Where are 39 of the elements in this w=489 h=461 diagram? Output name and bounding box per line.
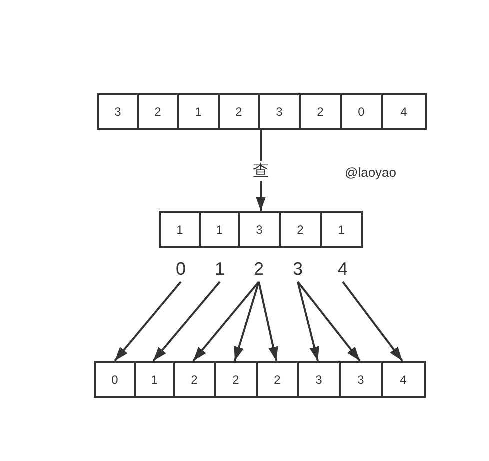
index-label: 0 [170, 257, 192, 281]
index-label: 3 [287, 257, 309, 281]
array-cell: 2 [173, 363, 214, 396]
author-handle: @laoyao [345, 165, 397, 181]
arrow [152, 281, 221, 362]
array-cell: 3 [258, 95, 299, 128]
array-cell: 0 [340, 95, 381, 128]
array-cell: 1 [199, 213, 238, 246]
arrow [114, 281, 182, 362]
arrow [297, 281, 361, 362]
array-cell: 2 [218, 95, 258, 128]
arrow [297, 282, 320, 362]
array-cell: 2 [299, 95, 340, 128]
index-label: 4 [332, 257, 354, 281]
arrow [234, 282, 260, 362]
array-cell: 0 [96, 363, 134, 396]
array-cell: 1 [320, 213, 361, 246]
array-cell: 4 [381, 95, 425, 128]
array-cell: 2 [256, 363, 297, 396]
array-box [94, 361, 426, 398]
array-cell: 3 [238, 213, 279, 246]
array-cell: 2 [279, 213, 320, 246]
array-cell: 1 [134, 363, 173, 396]
arrow [342, 281, 404, 362]
array-cell: 3 [297, 363, 339, 396]
array-cell: 3 [99, 95, 137, 128]
array-cell: 1 [161, 213, 199, 246]
array-cell: 4 [381, 363, 424, 396]
index-label: 1 [209, 257, 231, 281]
array-cell: 2 [214, 363, 256, 396]
array-box [159, 211, 363, 248]
array-box [97, 93, 427, 130]
edge-label: 查 [251, 160, 271, 180]
arrow [258, 282, 278, 362]
index-label: 2 [248, 257, 270, 281]
arrow [192, 281, 260, 362]
array-cell: 3 [339, 363, 381, 396]
array-cell: 2 [137, 95, 177, 128]
array-cell: 1 [177, 95, 218, 128]
